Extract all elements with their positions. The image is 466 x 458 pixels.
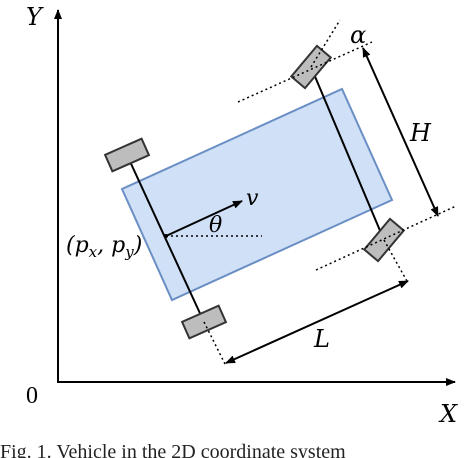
height-label: H xyxy=(409,119,432,147)
position-label-x-sub: x xyxy=(89,243,98,261)
alpha-label: α xyxy=(350,21,366,49)
wheel-rear-top xyxy=(103,137,151,173)
height-ext-bottom xyxy=(315,205,457,271)
position-label: (px, py) xyxy=(66,233,142,261)
rear-axle-line xyxy=(126,154,205,323)
x-axis-label: X xyxy=(438,400,458,428)
length-ext-left xyxy=(203,321,227,367)
origin-label: 0 xyxy=(26,383,38,409)
reference-point xyxy=(164,234,168,238)
height-dimension-arrow xyxy=(362,47,439,217)
position-label-y-sub: y xyxy=(124,243,134,261)
y-axis-label: Y xyxy=(26,3,44,31)
velocity-arrow xyxy=(165,200,243,237)
position-label-sep: , p xyxy=(97,233,125,258)
velocity-label: v xyxy=(246,186,259,211)
length-dimension-arrow xyxy=(225,280,409,364)
figure-caption: Fig. 1. Vehicle in the 2D coordinate sys… xyxy=(0,442,346,458)
theta-label: θ xyxy=(209,213,222,238)
alpha-ref-line xyxy=(310,19,341,68)
position-label-close: ) xyxy=(133,233,143,258)
length-label: L xyxy=(313,325,330,353)
length-ext-right xyxy=(383,239,409,284)
position-label-open: (p xyxy=(66,233,89,258)
